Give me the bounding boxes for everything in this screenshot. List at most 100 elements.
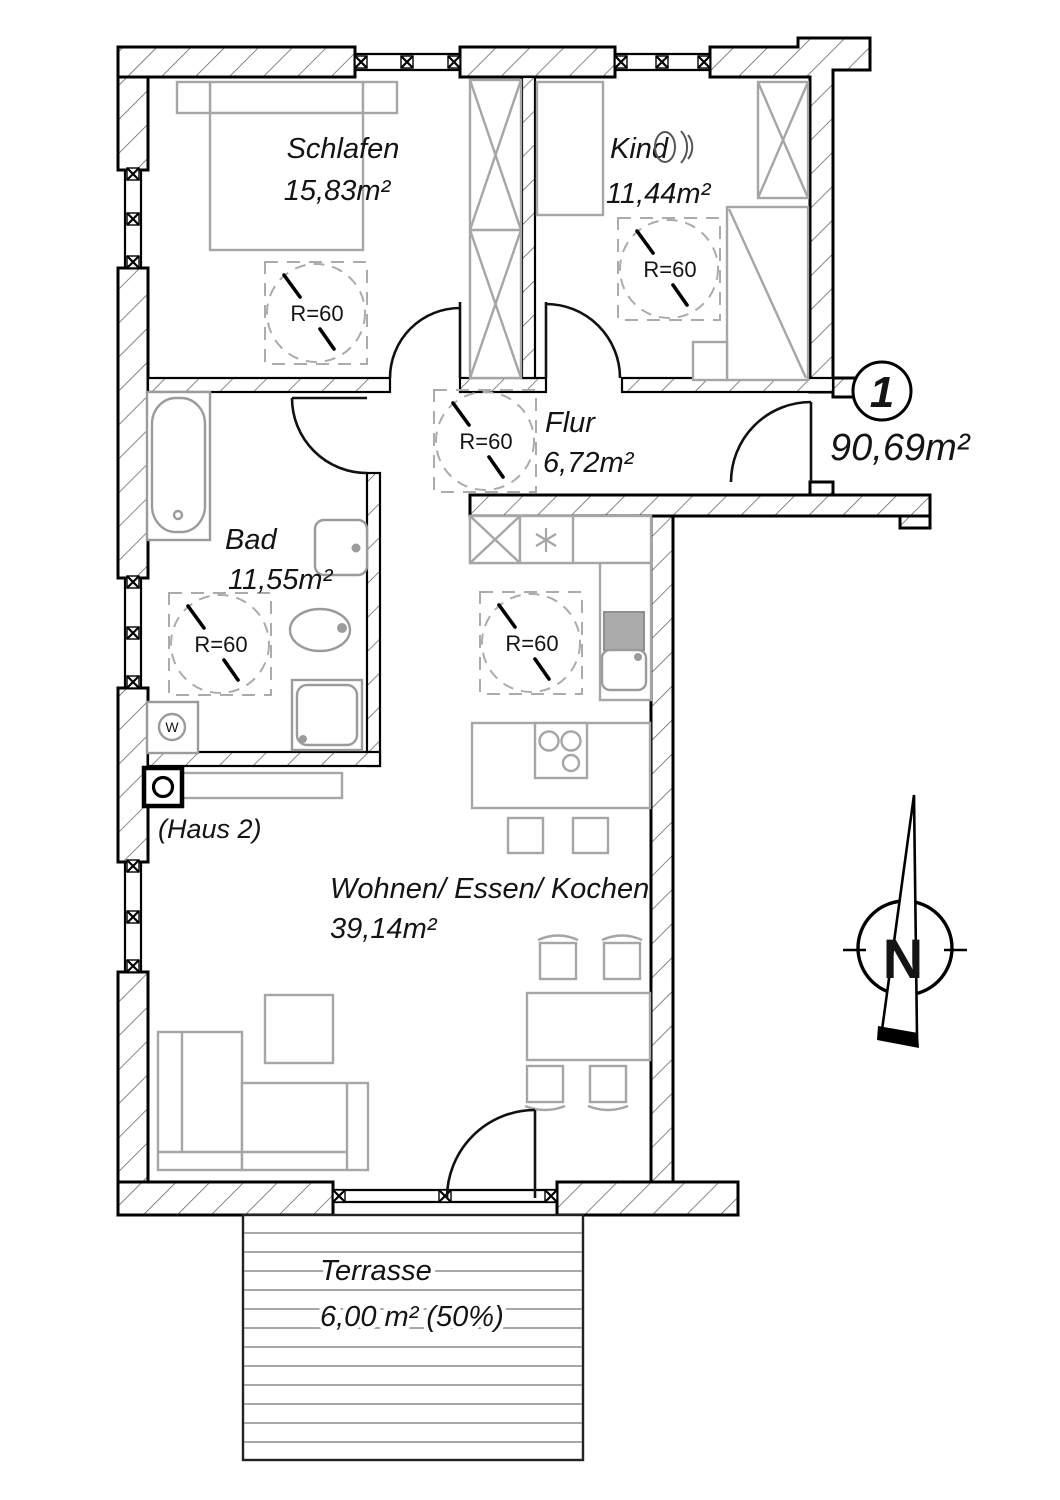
r60-flur: R=60 <box>433 389 537 493</box>
wall-kitchen-right <box>649 514 675 1184</box>
walls-interior <box>146 75 835 768</box>
wall-flur-notch <box>898 514 932 530</box>
door-bad <box>290 396 368 475</box>
furniture-schlafen <box>175 78 523 380</box>
terrace <box>241 1213 585 1462</box>
door-schlafen <box>388 302 462 379</box>
terrace-window <box>332 1188 558 1204</box>
bad-name: Bad <box>225 524 277 556</box>
terrace-decking <box>244 1232 582 1443</box>
room-labels: Schlafen 15,83m² Kind 11,44m² Flur 6,72m… <box>225 130 712 1338</box>
window <box>123 575 143 689</box>
unit-circle <box>851 360 913 422</box>
bad-area: 11,55m² <box>228 564 334 596</box>
wall-bottom-2 <box>555 1180 740 1217</box>
r60-label: R=60 <box>643 257 696 282</box>
wall-top-1 <box>116 45 357 79</box>
shower <box>290 678 364 752</box>
wall-left-4 <box>116 970 150 1217</box>
sofa <box>156 1030 370 1172</box>
wall-top-right-corner <box>708 36 872 394</box>
desk-kind <box>535 80 605 217</box>
dishwasher-star-icon <box>518 514 575 565</box>
terrasse-area: 6,00 m² (50%) <box>320 1301 504 1333</box>
wall-flur-bottom <box>468 493 932 518</box>
door-entry <box>729 400 813 483</box>
wall-left-2 <box>116 266 150 580</box>
dining-set <box>524 934 652 1112</box>
nightstand-kind <box>691 340 729 382</box>
r60-schlafen: R=60 <box>264 261 368 365</box>
door-kind <box>544 302 622 379</box>
window <box>354 52 461 72</box>
toilet <box>288 607 352 653</box>
windows <box>123 52 711 1204</box>
wardrobe-schlafen <box>468 78 523 380</box>
window <box>614 52 711 72</box>
r60-label: R=60 <box>459 429 512 454</box>
stool-2 <box>571 816 610 855</box>
washbasin <box>313 518 369 577</box>
lamp-icon <box>654 130 694 164</box>
doors <box>290 302 813 1199</box>
haus2-label: (Haus 2) <box>158 814 262 844</box>
r60-kind: R=60 <box>617 217 721 321</box>
kitchen-sink <box>600 611 648 692</box>
terrasse-name: Terrasse <box>320 1255 432 1287</box>
washing-machine: W <box>145 700 200 755</box>
schlafen-name: Schlafen <box>287 133 400 165</box>
north-letter: N <box>883 927 923 990</box>
furniture-wohnen <box>156 771 652 1172</box>
wall-bottom-1 <box>116 1180 335 1217</box>
chair <box>525 1064 565 1104</box>
fixtures-bad: W <box>145 390 369 755</box>
cooktop <box>533 721 589 780</box>
coffee-table <box>263 993 335 1065</box>
r60-kueche: R=60 <box>479 591 583 695</box>
r60-symbols: R=60 R=60 R=60 R=60 R=60 <box>168 217 721 696</box>
nightstand-right <box>361 80 399 115</box>
wohnen-area: 39,14m² <box>330 913 438 945</box>
terrace-outline <box>241 1213 585 1462</box>
wardrobe-kind <box>756 80 810 200</box>
north-needle-base <box>877 1026 919 1048</box>
north-needle <box>880 794 919 1038</box>
sideboard <box>180 771 344 800</box>
wall-schlafen-bottom <box>146 376 392 394</box>
dining-table <box>525 991 652 1062</box>
window <box>123 859 143 973</box>
kind-area: 11,44m² <box>606 178 712 210</box>
haus2-marker: (Haus 2) <box>141 765 262 844</box>
r60-label: R=60 <box>290 301 343 326</box>
wohnen-name: Wohnen/ Essen/ Kochen <box>330 873 649 905</box>
chair <box>602 941 642 981</box>
furniture-kind <box>535 80 810 382</box>
wall-bad-bottom <box>146 750 382 768</box>
unit-number: 1 <box>870 368 894 417</box>
window <box>123 167 143 269</box>
wall-wardrobe-kind <box>520 75 537 380</box>
total-area: 90,69m² <box>830 427 971 469</box>
r60-label: R=60 <box>194 632 247 657</box>
schlafen-area: 15,83m² <box>284 175 392 207</box>
bathtub <box>145 390 212 542</box>
wall-top-2 <box>458 45 617 79</box>
bed-double <box>208 80 365 252</box>
stool-1 <box>506 816 545 855</box>
door-terrace <box>445 1108 537 1199</box>
chair <box>588 1064 628 1104</box>
north-arrow: N <box>843 794 967 1048</box>
chair <box>538 941 578 981</box>
r60-label: R=60 <box>505 631 558 656</box>
r60-bad: R=60 <box>168 592 272 696</box>
wall-bad-right <box>365 471 382 768</box>
washing-machine-label: W <box>165 719 179 735</box>
bed-kind <box>691 205 810 382</box>
flur-area: 6,72m² <box>543 447 635 479</box>
kitchen <box>468 514 653 855</box>
flur-name: Flur <box>545 407 596 439</box>
fridge <box>468 514 522 565</box>
haus2-symbol <box>141 765 185 809</box>
